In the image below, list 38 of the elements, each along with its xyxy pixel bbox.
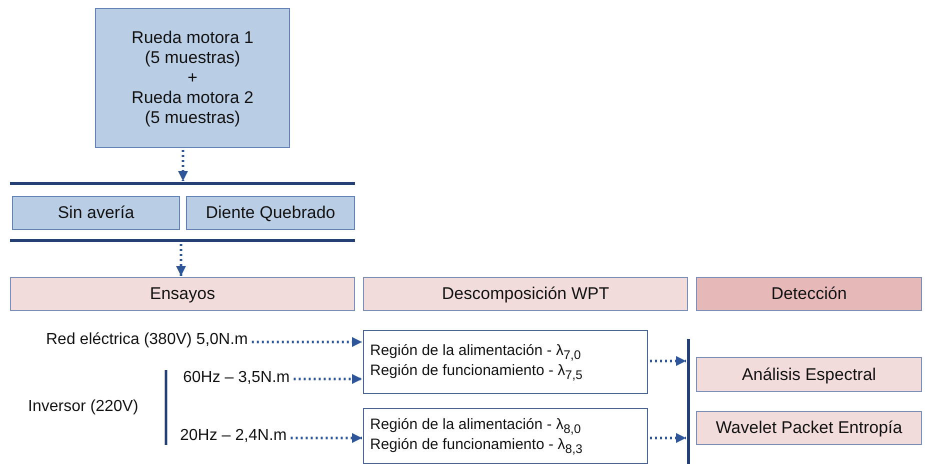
arrow <box>178 150 188 181</box>
arrow <box>650 356 686 366</box>
box-text: Análisis Espectral <box>742 364 876 384</box>
box-text: Detección <box>771 284 847 304</box>
process-box <box>696 277 922 311</box>
process-box <box>363 277 688 311</box>
box-text: Diente Quebrado <box>206 203 336 223</box>
box-text: Ensayos <box>150 284 216 304</box>
process-box <box>363 330 648 394</box>
box-text: Región de la alimentación - λ$_{7,0}$ <box>370 342 582 362</box>
arrow <box>252 337 362 347</box>
box-text: Región de funcionamiento - λ$_{7,5}$ <box>370 362 584 382</box>
process-box <box>363 408 648 464</box>
box-text: Región de funcionamiento - λ$_{8,3}$ <box>370 436 584 456</box>
condition-text: Red eléctrica (380V) 5,0N.m <box>46 331 248 349</box>
process-box <box>95 8 290 148</box>
box-text: Sin avería <box>58 203 134 223</box>
condition-text: 20Hz – 2,4N.m <box>180 427 287 445</box>
process-box <box>696 357 922 392</box>
group-label: Inversor (220V) <box>28 398 138 416</box>
arrow <box>176 244 186 276</box>
box-text: Wavelet Packet Entropía <box>716 418 902 438</box>
process-box <box>10 277 355 311</box>
arrow <box>290 433 362 443</box>
process-box <box>186 196 355 230</box>
divider-bar <box>10 239 355 242</box>
arrow <box>650 433 686 443</box>
box-text: + <box>188 68 198 88</box>
process-box <box>696 411 922 445</box>
arrow <box>294 374 362 384</box>
condition-text: 60Hz – 3,5N.m <box>183 369 290 387</box>
divider-bar <box>10 182 355 185</box>
divider-bar <box>687 339 690 464</box>
box-text: Región de la alimentación - λ$_{8,0}$ <box>370 416 582 436</box>
process-box <box>12 196 180 230</box>
box-text: Rueda motora 2 (5 muestras) <box>130 88 254 128</box>
box-text: Descomposición WPT <box>442 284 610 304</box>
box-text: Rueda motora 1 (5 muestras) <box>130 28 254 68</box>
